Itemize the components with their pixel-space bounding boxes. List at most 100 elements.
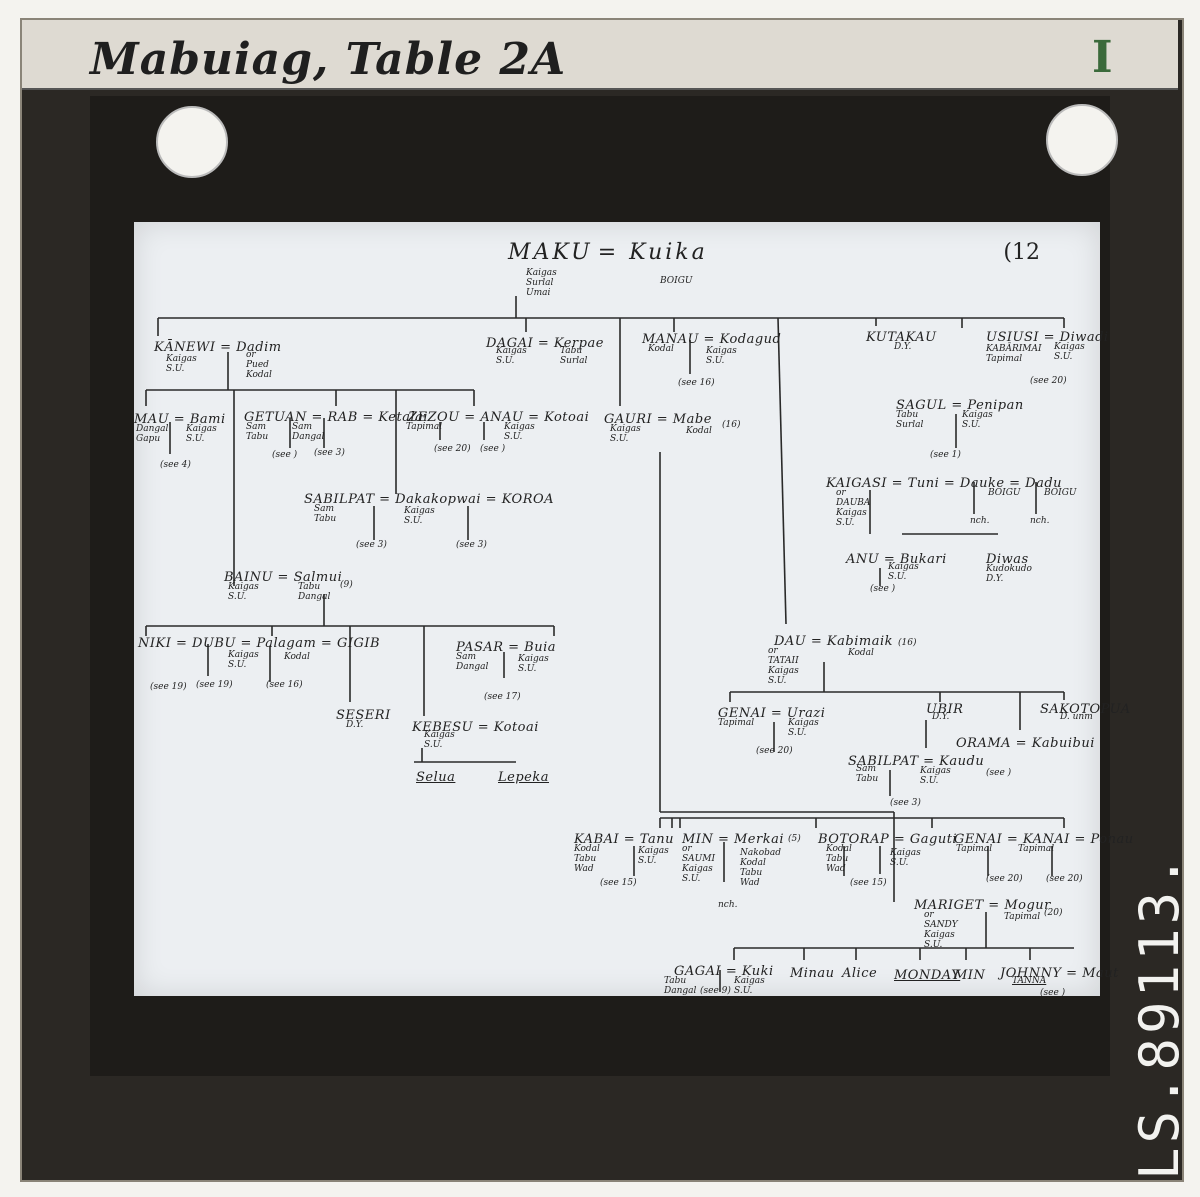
slide-roman-numeral: I xyxy=(1092,32,1113,83)
node-lepeka: Lepeka xyxy=(498,770,549,785)
node-selua: Selua xyxy=(416,770,456,785)
plate-number: (12 xyxy=(1003,240,1040,265)
node-mau: MAU = Bami xyxy=(134,412,226,427)
node-zezou: ZEZOU = ANAU = Kotoai xyxy=(408,410,590,425)
node-genai2-ref2: (see 20) xyxy=(1046,874,1083,884)
node-genai2-notes: Tapimal xyxy=(956,844,993,854)
node-monday: MONDAY xyxy=(894,968,961,983)
node-bainu-ref: (9) xyxy=(340,580,353,590)
node-kebesu: KEBESU = Kotoai xyxy=(412,720,539,735)
node-johnny: JOHNNY = Maut xyxy=(1000,966,1119,981)
mount-hole-right xyxy=(1046,104,1118,176)
node-gauri: GAURI = Mabe xyxy=(604,412,712,427)
node-sabilpat1-ref: (see 3) xyxy=(356,540,387,550)
node-kanewi: KĀNEWI = Dadim xyxy=(154,340,282,355)
node-manau: MANAU = Kodagud xyxy=(642,332,782,347)
node-manau-notes: Kodal xyxy=(648,344,674,354)
node-botorap-ref: (see 15) xyxy=(850,878,887,888)
node-genai2-spouse-notes: Tapimal xyxy=(1018,844,1055,854)
genealogy-lines xyxy=(145,296,1074,992)
node-kutakau-notes: D.Y. xyxy=(894,342,912,352)
node-mariget: MARIGET = Mogur xyxy=(914,898,1051,913)
node-kaigasi-ref2: nch. xyxy=(1030,516,1050,526)
node-niki-spouse-notes: Kodal xyxy=(284,652,310,662)
node-getuan-ref: (see ) xyxy=(272,450,298,460)
root-spouse: Kuika xyxy=(629,240,708,265)
root-notes: Kaigas Surlal Umai xyxy=(526,268,557,298)
genealogy-plate: (12 MAKU = Kuika Kaigas Surlal Umai BOIG… xyxy=(134,222,1133,998)
node-zezou-ref2: (see ) xyxy=(480,444,506,454)
node-alice: Alice xyxy=(842,966,878,981)
node-min1: MIN = Merkai xyxy=(682,832,784,847)
node-sagul: SAGUL = Penipan xyxy=(896,398,1024,413)
node-bainu: BAINU = Salmui xyxy=(224,570,343,585)
node-mariget-ref: (20) xyxy=(1044,908,1063,918)
node-anu: ANU = Bukari xyxy=(846,552,947,567)
node-gauri-spouse-notes: Kodal xyxy=(686,426,712,436)
node-zezou-ref: (see 20) xyxy=(434,444,471,454)
node-manau-ref: (see 16) xyxy=(678,378,715,388)
node-niki: NIKI = DUBU = Palagam = GIGIB xyxy=(138,636,381,651)
node-zezou-notes: Tapimal xyxy=(406,422,443,432)
node-kabai-ref: (see 15) xyxy=(600,878,637,888)
node-kaigasi-spouse-notes-2: BOIGU xyxy=(1044,488,1077,498)
node-diwas: Diwas xyxy=(986,552,1029,567)
node-gauri-ref: (16) xyxy=(722,420,741,430)
slide-title: Mabuiag, Table 2A xyxy=(90,34,567,85)
node-pasar-ref: (see 17) xyxy=(484,692,521,702)
node-ubir: UBIR xyxy=(926,702,964,717)
root-couple: MAKU = Kuika xyxy=(508,240,708,265)
node-kaigasi-spouse-notes: BOIGU xyxy=(988,488,1021,498)
node-seseri: SESERI xyxy=(336,708,391,723)
node-dau-ref: (16) xyxy=(898,638,917,648)
node-gagai-ref: (see 9) xyxy=(700,986,731,996)
node-botorap: BOTORAP = Gaguti xyxy=(818,832,958,847)
node-genai2-ref: (see 20) xyxy=(986,874,1023,884)
node-sakotopu-notes: D. unm xyxy=(1060,712,1093,722)
node-ubir-notes: D.Y. xyxy=(932,712,950,722)
node-genai2: GENAI = KANAI = Ponau xyxy=(954,832,1134,847)
node-min1-ref2: nch. xyxy=(718,900,738,910)
node-dau-spouse-notes: Kodal xyxy=(848,648,874,658)
node-sabilpat1-ref2: (see 3) xyxy=(456,540,487,550)
node-mariget-spouse-notes: Tapimal xyxy=(1004,912,1041,922)
node-kabai: KABAI = Tanu xyxy=(574,832,674,847)
node-niki-ref: (see 19) xyxy=(150,682,187,692)
node-johnny-notes: TANNA xyxy=(1012,976,1047,986)
slide-label: Mabuiag, Table 2A I xyxy=(22,20,1178,90)
node-min1-ref: (5) xyxy=(788,834,801,844)
node-sabilpat2: SABILPAT = Kaudu xyxy=(848,754,985,769)
node-usiusi-ref: (see 20) xyxy=(1030,376,1067,386)
node-genai1-ref: (see 20) xyxy=(756,746,793,756)
